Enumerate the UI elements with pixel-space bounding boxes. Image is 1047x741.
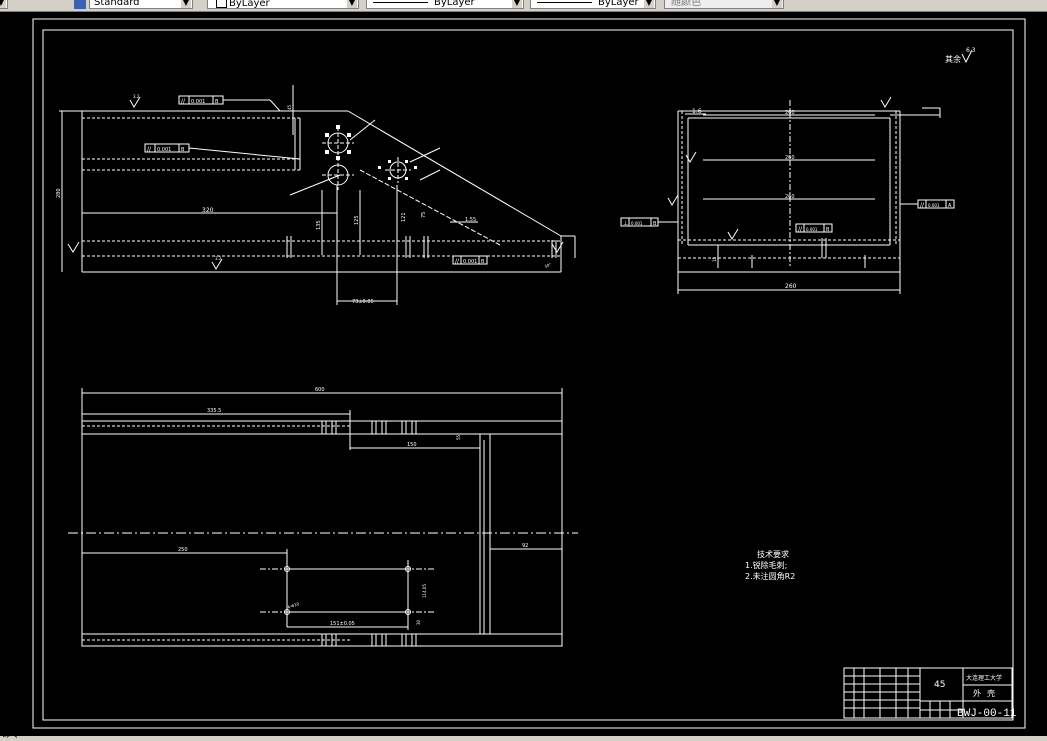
layer-dropdown[interactable]: ByLayer ▼ [207, 0, 359, 9]
chevron-down-icon: ▼ [644, 0, 654, 8]
svg-text:335.5: 335.5 [207, 408, 221, 414]
svg-text:151±0.05: 151±0.05 [330, 621, 355, 627]
svg-text:125: 125 [354, 215, 360, 225]
svg-text:⊥: ⊥ [623, 220, 628, 227]
tolerance-frame-3: // 0.001 B [452, 255, 488, 265]
svg-text:260: 260 [785, 283, 797, 290]
svg-text:0.001: 0.001 [463, 259, 477, 265]
svg-text:B: B [653, 221, 657, 227]
school-name: 大连理工大学 [966, 674, 1002, 682]
lineweight-dropdown[interactable]: ByLayer ▼ [530, 0, 656, 9]
svg-text:3.2: 3.2 [215, 256, 222, 261]
svg-text:75: 75 [421, 212, 427, 218]
svg-text:114.05: 114.05 [422, 584, 427, 598]
tolerance-frame-1: // 0.001 B [178, 95, 281, 112]
svg-text:1.55: 1.55 [465, 217, 476, 223]
properties-toolbar: ▼ Standard ▼ ByLayer ▼ ByLayer ▼ ByLayer… [0, 0, 1047, 12]
dimstyle-value: Standard [94, 0, 140, 8]
svg-text:250: 250 [178, 547, 188, 553]
svg-text:92: 92 [522, 543, 528, 549]
svg-text:B: B [481, 259, 485, 265]
command-prompt: 命令 [2, 736, 20, 740]
command-line[interactable]: 命令 [0, 736, 1047, 741]
lineweight-value: ByLayer [598, 0, 639, 8]
svg-text://: // [147, 146, 152, 153]
color-swatch-icon [216, 0, 227, 8]
dimstyle-dropdown[interactable]: Standard ▼ [89, 0, 193, 9]
svg-text:4-Φ10: 4-Φ10 [287, 601, 301, 610]
svg-text:0.001: 0.001 [928, 203, 940, 208]
plotstyle-value: 随颜色 [671, 0, 701, 8]
svg-text:55: 55 [456, 434, 461, 440]
svg-text://: // [798, 226, 803, 233]
linetype-preview [373, 1, 428, 3]
chevron-down-icon: ▼ [181, 0, 191, 8]
svg-text://: // [455, 258, 460, 265]
plotstyle-dropdown[interactable]: 随颜色 ▼ [664, 0, 784, 9]
svg-text:1.6: 1.6 [692, 108, 702, 115]
svg-text:3.2: 3.2 [133, 94, 140, 99]
svg-text:135: 135 [316, 220, 322, 230]
svg-text://: // [920, 202, 925, 209]
lineweight-preview [537, 1, 592, 3]
svg-text:30: 30 [416, 619, 421, 625]
tech-req-item-2: 2.未注圆角R2 [745, 571, 795, 581]
svg-text:260: 260 [785, 110, 795, 116]
svg-text:600: 600 [315, 387, 325, 393]
material-value: 45 [934, 680, 945, 690]
svg-text:B: B [215, 99, 219, 105]
title-block: 45 大连理工大学 外壳 BWJ-00-11 [843, 667, 1017, 720]
linetype-dropdown[interactable]: ByLayer ▼ [366, 0, 524, 9]
tech-req-heading: 技术要求 [757, 549, 789, 559]
svg-text:0.001: 0.001 [806, 227, 818, 232]
svg-text:45: 45 [287, 104, 292, 110]
layer-value: ByLayer [229, 0, 270, 9]
partial-dropdown[interactable]: ▼ [0, 0, 8, 9]
roughness-note: 其余 6.3 [945, 47, 976, 64]
svg-text:260: 260 [785, 194, 795, 200]
view-top: 600 335.5 150 55 92 250 151±0.05 114.05 … [68, 387, 578, 647]
svg-text:30°: 30° [544, 262, 552, 269]
sheet-inner-border [42, 29, 1014, 721]
svg-text:320: 320 [202, 207, 214, 214]
svg-text:B: B [826, 227, 830, 233]
part-name: 外壳 [973, 688, 1001, 698]
tolerance-frame-4: ⊥ 0.001 B [620, 217, 678, 227]
sheet-outer-border [32, 18, 1026, 729]
svg-text:A: A [948, 203, 952, 209]
svg-text:150: 150 [407, 442, 417, 448]
tolerance-frame-2: // 0.001 B [144, 143, 301, 160]
tolerance-frame-5: // 0.001 B [795, 223, 833, 233]
linetype-value: ByLayer [434, 0, 475, 8]
svg-text:260: 260 [785, 155, 795, 161]
chevron-down-icon: ▼ [347, 0, 357, 8]
view-front: 320 73±0.05 135 125 45 280 1.55 121 75 3… [56, 85, 576, 305]
drawing-number: BWJ-00-11 [957, 708, 1017, 720]
svg-text:0.001: 0.001 [191, 99, 205, 105]
cad-drawing-canvas[interactable]: 其余 6.3 [0, 12, 1047, 736]
svg-text:0.001: 0.001 [631, 221, 643, 226]
tech-req-item-1: 1.锐除毛刺; [745, 560, 787, 570]
roughness-symbol-icon [961, 49, 973, 64]
svg-text:6.3: 6.3 [966, 47, 976, 54]
svg-text://: // [181, 98, 186, 105]
svg-text:其余: 其余 [945, 54, 961, 64]
chevron-down-icon: ▼ [512, 0, 522, 8]
svg-text:0.001: 0.001 [157, 147, 171, 153]
tech-requirements: 技术要求 1.锐除毛刺; 2.未注圆角R2 [745, 549, 795, 581]
chevron-down-icon: ▼ [0, 0, 6, 8]
chevron-down-icon: ▼ [772, 0, 782, 8]
svg-text:280: 280 [56, 188, 62, 198]
svg-text:B: B [181, 147, 185, 153]
svg-text:73±0.05: 73±0.05 [352, 299, 374, 305]
view-side: 260 260 260 260 1.6 15 ⊥ 0.001 B [620, 96, 955, 294]
svg-text:15: 15 [712, 256, 717, 262]
dimstyle-icon[interactable] [74, 0, 86, 9]
tolerance-frame-6: // 0.001 A [900, 199, 955, 209]
svg-text:121: 121 [401, 212, 407, 222]
